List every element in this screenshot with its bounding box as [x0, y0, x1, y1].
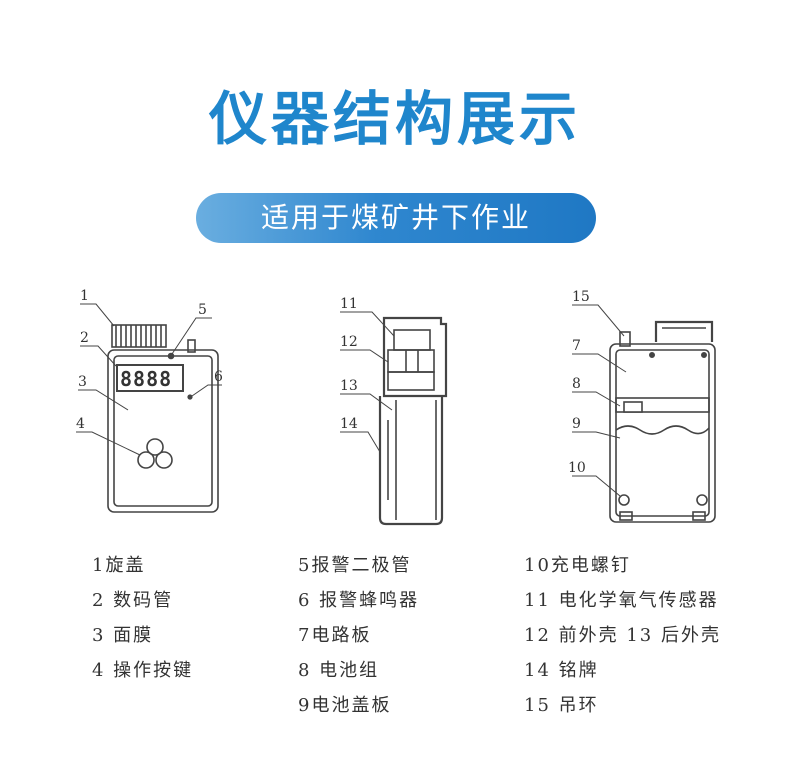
knob-cap: [111, 324, 167, 348]
callout-3: 3: [78, 374, 87, 390]
callout-6: 6: [214, 369, 223, 385]
buzzer-hole: [187, 394, 193, 400]
display-digits: 8888: [120, 367, 172, 391]
callout-1: 1: [80, 288, 89, 304]
callout-11: 11: [340, 296, 358, 312]
callout-2: 2: [80, 330, 89, 346]
legend-column-2: 5报警二极管 6 报警蜂鸣器 7电路板 8 电池组 9电池盖板: [298, 548, 419, 723]
circuit-board: [615, 397, 710, 413]
charge-screw-left: [618, 494, 630, 506]
hanging-ring: [619, 331, 631, 347]
side-view-diagram: [340, 311, 448, 526]
legend-item: 7电路板: [298, 625, 372, 646]
callout-8: 8: [572, 376, 581, 392]
legend-item: 10充电螺钉: [524, 555, 631, 576]
legend-item: 11 电化学氧气传感器: [524, 590, 719, 611]
legend-item: 9电池盖板: [298, 695, 392, 716]
callout-12: 12: [340, 334, 358, 350]
callout-15: 15: [572, 289, 590, 305]
legend-item: 1旋盖: [92, 555, 146, 576]
digital-display: [116, 364, 184, 392]
battery-pack: [615, 425, 710, 435]
legend-item: 2 数码管: [92, 590, 174, 611]
legend-item: 14 铭牌: [524, 660, 599, 681]
legend-column-3: 10充电螺钉 11 电化学氧气传感器 12 前外壳 13 后外壳 14 铭牌 1…: [524, 548, 721, 723]
front-view-diagram: [76, 303, 222, 513]
back-view-diagram: [572, 304, 716, 523]
page-title: 仪器结构展示: [208, 85, 581, 153]
legend-item: 15 吊环: [524, 695, 599, 716]
legend-item: 8 电池组: [298, 660, 380, 681]
face-membrane: [113, 355, 213, 507]
legend-item: 6 报警蜂鸣器: [298, 590, 420, 611]
legend-item: 3 面膜: [92, 625, 154, 646]
legend-column-1: 1旋盖 2 数码管 3 面膜 4 操作按键: [92, 548, 193, 688]
legend-item: 5报警二极管: [298, 555, 412, 576]
buzzer-post: [187, 339, 196, 353]
charge-screw-right: [696, 494, 708, 506]
callout-7: 7: [572, 338, 581, 354]
callout-14: 14: [340, 416, 358, 432]
subtitle-badge: 适用于煤矿井下作业: [196, 193, 596, 243]
alarm-led: [167, 352, 175, 360]
operation-buttons: [137, 438, 173, 469]
callout-10: 10: [568, 460, 586, 476]
callout-9: 9: [572, 416, 581, 432]
legend-item: 4 操作按键: [92, 660, 194, 681]
callout-13: 13: [340, 378, 358, 394]
front-shell: [107, 349, 219, 513]
callout-4: 4: [76, 416, 85, 432]
legend-item: 12 前外壳 13 后外壳: [524, 625, 721, 646]
back-shell: [609, 343, 716, 523]
callout-5: 5: [198, 302, 207, 318]
